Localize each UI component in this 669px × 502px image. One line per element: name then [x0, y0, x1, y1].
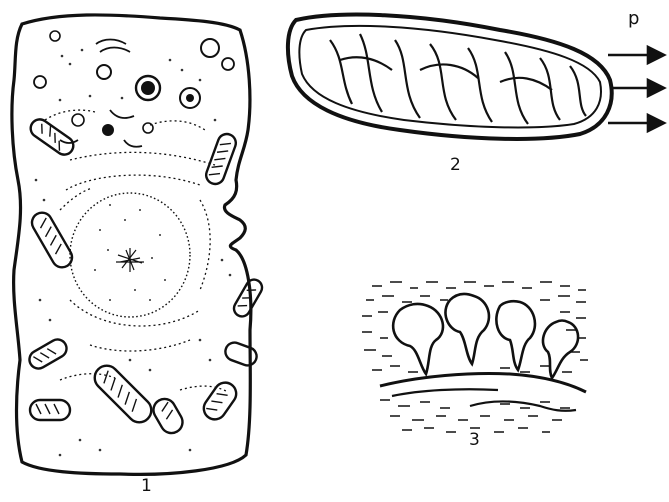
cell-mitochondria: [26, 116, 265, 437]
mucosa-crypts: [393, 294, 578, 378]
secretory-granules: [34, 31, 234, 136]
label-arrow-p: p: [628, 10, 639, 28]
label-cell: 1: [141, 478, 152, 495]
label-mucosa: 3: [469, 432, 480, 449]
golgi-apparatus: [60, 40, 142, 147]
cell-outline: [12, 15, 251, 474]
mucosa-submucosa-line: [392, 389, 576, 411]
mitochondrion-cristae: [330, 34, 586, 124]
cell-drawing: [12, 15, 265, 474]
output-arrows: [608, 47, 664, 131]
mitochondrion-drawing: [288, 15, 664, 139]
cytoplasm-stipple: [35, 49, 232, 457]
nucleolus: [116, 248, 144, 272]
mucosa-drawing: [362, 282, 588, 432]
label-mitochondrion: 2: [450, 157, 461, 174]
endoplasmic-reticulum: [45, 110, 228, 392]
